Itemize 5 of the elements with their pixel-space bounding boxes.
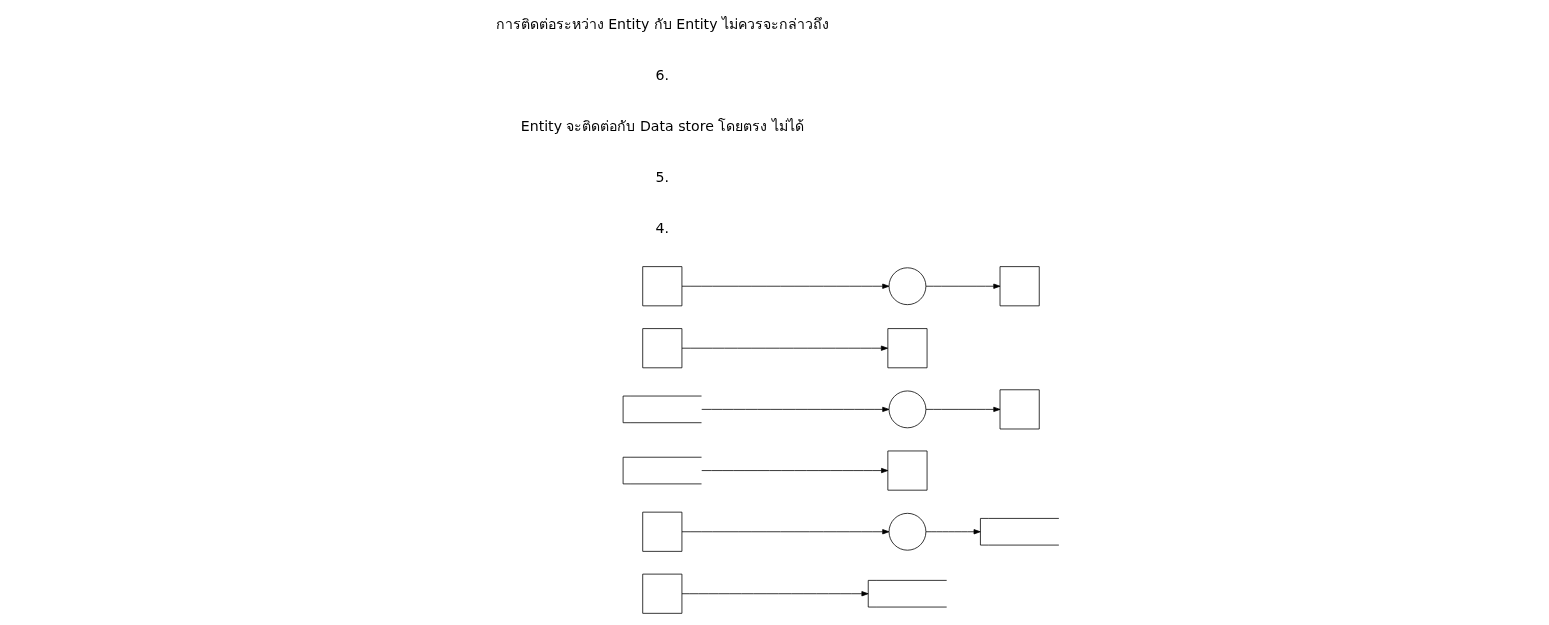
label: Entity จะติดต่อกับ Data store โดยตรง ไม่ได้ [520, 118, 804, 135]
label: การติดต่อระหว่าง Entity กับ Entity ไม่ควรจะกล่าวถึง [495, 16, 829, 33]
label: 6. [655, 67, 670, 84]
label: 4. [655, 220, 670, 237]
label: 5. [655, 169, 670, 186]
